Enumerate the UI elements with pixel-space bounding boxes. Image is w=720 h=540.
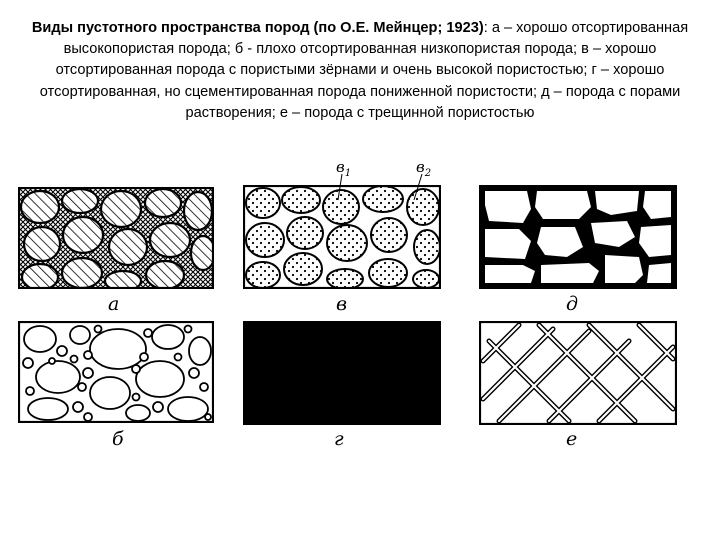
panel-d	[479, 185, 677, 289]
sublabel-v1: в1	[336, 158, 352, 179]
panel-b	[18, 321, 214, 423]
panel-b-label: б	[112, 428, 124, 450]
caption-title: Виды пустотного пространства пород (по О…	[31, 20, 484, 36]
panel-a-label: а	[108, 293, 120, 315]
panel-a	[18, 187, 214, 289]
panel-e-label: е	[566, 428, 578, 450]
panel-d-label: д	[566, 293, 579, 315]
panel-g-label: г	[334, 428, 344, 450]
sublabel-leaders	[337, 173, 423, 201]
caption-text: : а – хорошо отсортированная высокопорис…	[39, 20, 689, 121]
panel-v	[243, 185, 441, 289]
panel-v-label: в	[336, 293, 348, 315]
panel-g	[243, 321, 441, 425]
panel-e	[479, 321, 677, 425]
figure-caption: Виды пустотного пространства пород (по О…	[14, 18, 706, 124]
sublabel-v2: в2	[416, 158, 432, 179]
